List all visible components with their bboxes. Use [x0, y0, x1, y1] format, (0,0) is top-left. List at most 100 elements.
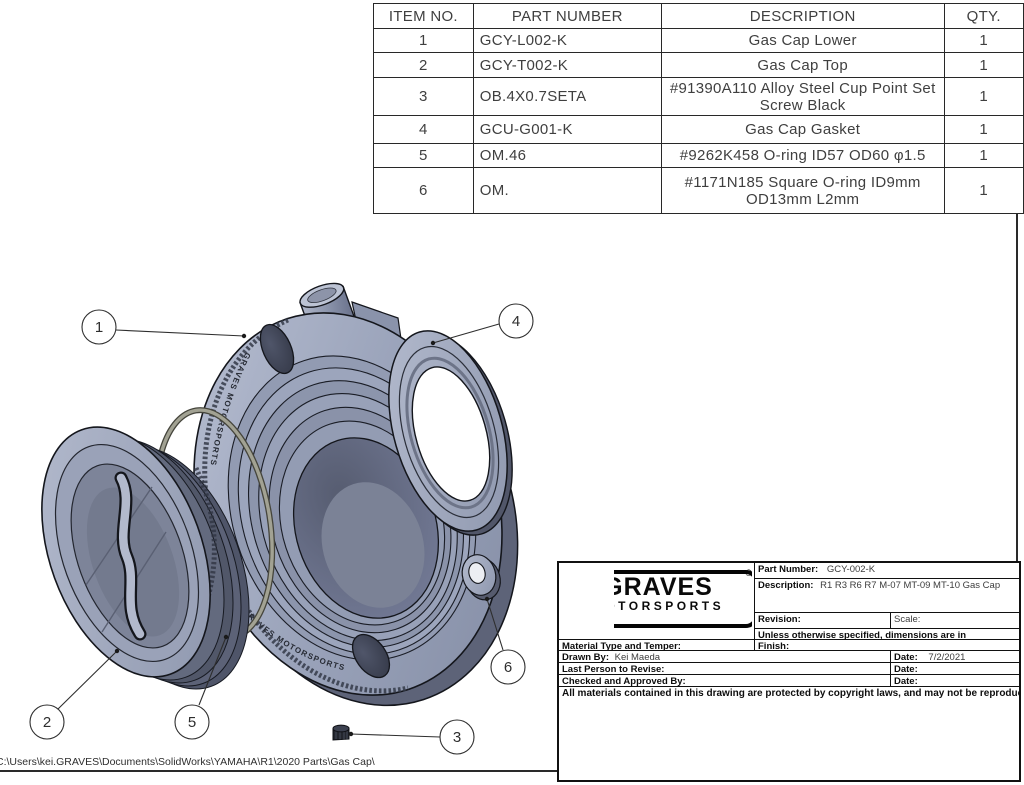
drawn-date-cell: Date: 7/2/2021: [890, 651, 1019, 663]
logo-text-graves: GRAVES: [614, 573, 713, 601]
bom-header-part: PART NUMBER: [472, 3, 662, 29]
part-number-value: GCY-002-K: [826, 564, 876, 575]
bom-description: #1171N185 Square O-ring ID9mm OD13mm L2m…: [660, 167, 945, 214]
table-row: 1 GCY-L002-K Gas Cap Lower 1: [373, 28, 1024, 53]
bom-part-number: OM.: [472, 167, 662, 214]
description-label: Description:: [758, 580, 814, 591]
part-set-screw: [332, 724, 350, 741]
bom-part-number: GCY-T002-K: [472, 52, 662, 78]
part-gas-cap-top: [41, 426, 250, 690]
drawn-date-label: Date:: [894, 652, 918, 663]
balloon-1: 1: [81, 309, 247, 345]
bom-qty: 1: [943, 77, 1024, 116]
title-block: GRAVES MOTORSPORTS ® Part Number: GCY-00…: [557, 561, 1021, 782]
square-oring-hole: [468, 562, 486, 584]
scale-cell: Scale:: [890, 613, 1019, 629]
bom-qty: 1: [943, 167, 1024, 214]
logo-text-motorsports: MOTORSPORTS: [614, 599, 725, 613]
bom-part-number: OB.4X0.7SETA: [472, 77, 662, 116]
material-label: Material Type and Temper:: [562, 641, 681, 651]
balloon-3-number: 3: [453, 729, 461, 746]
bom-qty: 1: [943, 52, 1024, 78]
checked-cell: Checked and Approved By:: [559, 675, 890, 687]
checked-date-cell: Date:: [890, 675, 1019, 687]
revision-cell: Revision:: [755, 613, 890, 629]
balloon-2: 2: [29, 648, 120, 740]
part-square-oring: [461, 554, 501, 601]
balloon-6: 6: [484, 596, 526, 685]
bom-description: Gas Cap Top: [660, 52, 945, 78]
revise-date-cell: Date:: [890, 663, 1019, 675]
drawn-by-cell: Drawn By: Kei Maeda: [559, 651, 890, 663]
part-gasket: [388, 330, 513, 536]
bom-header-item: ITEM NO.: [373, 3, 474, 29]
balloon-5-number: 5: [188, 714, 196, 731]
revise-date-label: Date:: [894, 664, 918, 675]
bom-item-no: 1: [373, 28, 474, 53]
drawn-date-value: 7/2/2021: [928, 652, 966, 663]
bom-description: Gas Cap Lower: [660, 28, 945, 53]
copyright-legal-text: All materials contained in this drawing …: [562, 688, 1019, 699]
bom-table: ITEM NO. PART NUMBER DESCRIPTION QTY. 1 …: [373, 3, 1024, 214]
top-lever: [116, 473, 145, 639]
material-cell: Material Type and Temper:: [559, 640, 755, 651]
bom-qty: 1: [943, 143, 1024, 168]
sheet-bottom-border: [0, 770, 558, 772]
bom-part-number: GCU-G001-K: [472, 115, 662, 144]
balloon-4-number: 4: [512, 313, 520, 330]
logo-cell: GRAVES MOTORSPORTS ®: [559, 563, 755, 640]
finish-label: Finish:: [758, 641, 790, 651]
graves-logo: GRAVES MOTORSPORTS ®: [614, 569, 752, 629]
bom-item-no: 5: [373, 143, 474, 168]
balloon-6-number: 6: [504, 659, 512, 676]
bom-description: #9262K458 O-ring ID57 OD60 φ1.5: [660, 143, 945, 168]
table-row: 3 OB.4X0.7SETA #91390A110 Alloy Steel Cu…: [373, 77, 1024, 116]
exploded-view-diagram: GRAVES MOTORSPORTS GRAVES MOTORSPORTS GR…: [29, 282, 534, 755]
revision-label: Revision:: [758, 614, 801, 625]
table-row: 4 GCU-G001-K Gas Cap Gasket 1: [373, 115, 1024, 144]
bom-qty: 1: [943, 28, 1024, 53]
table-row: 2 GCY-T002-K Gas Cap Top 1: [373, 52, 1024, 78]
bom-part-number: OM.46: [472, 143, 662, 168]
bom-header-desc: DESCRIPTION: [660, 3, 945, 29]
part-number-row: Part Number: GCY-002-K: [755, 563, 1019, 579]
file-path: C:\Users\kei.GRAVES\Documents\SolidWorks…: [0, 756, 375, 768]
lower-mount-hole-bottom: [351, 633, 391, 679]
lower-opening-floor: [321, 482, 425, 608]
description-value: R1 R3 R6 R7 M-07 MT-09 MT-10 Gas Cap: [820, 580, 1001, 591]
table-row: 5 OM.46 #9262K458 O-ring ID57 OD60 φ1.5 …: [373, 143, 1024, 168]
top-knurl-rim: [181, 466, 217, 657]
checked-label: Checked and Approved By:: [562, 676, 686, 687]
drawn-by-value: Kei Maeda: [614, 652, 661, 663]
sheet-right-border: [1016, 213, 1018, 563]
revise-cell: Last Person to Revise:: [559, 663, 890, 675]
table-row: 6 OM. #1171N185 Square O-ring ID9mm OD13…: [373, 167, 1024, 214]
lower-mount-hole-top: [259, 323, 295, 375]
bom-header-qty: QTY.: [943, 3, 1024, 29]
bom-description: #91390A110 Alloy Steel Cup Point Set Scr…: [660, 77, 945, 116]
units-note-cell: Unless otherwise specified, dimensions a…: [755, 629, 1019, 640]
graves-logo-box: GRAVES MOTORSPORTS: [614, 570, 752, 628]
balloon-4: 4: [430, 303, 534, 346]
checked-date-label: Date:: [894, 676, 918, 687]
balloon-5: 5: [174, 634, 229, 740]
bom-description: Gas Cap Gasket: [660, 115, 945, 144]
bom-item-no: 6: [373, 167, 474, 214]
balloon-1-number: 1: [95, 319, 103, 336]
balloon-2-number: 2: [43, 714, 51, 731]
description-row: Description: R1 R3 R6 R7 M-07 MT-09 MT-1…: [755, 579, 1019, 613]
bom-item-no: 4: [373, 115, 474, 144]
gasket-hole: [411, 366, 491, 502]
drawn-by-label: Drawn By:: [562, 652, 609, 663]
bom-item-no: 3: [373, 77, 474, 116]
bom-qty: 1: [943, 115, 1024, 144]
registered-trademark-symbol: ®: [745, 569, 752, 578]
revise-label: Last Person to Revise:: [562, 664, 665, 675]
scale-label: Scale:: [894, 614, 921, 625]
balloon-3: 3: [348, 719, 475, 755]
bom-item-no: 2: [373, 52, 474, 78]
units-note: Unless otherwise specified, dimensions a…: [758, 630, 967, 640]
bom-part-number: GCY-L002-K: [472, 28, 662, 53]
finish-cell: Finish:: [755, 640, 1019, 651]
